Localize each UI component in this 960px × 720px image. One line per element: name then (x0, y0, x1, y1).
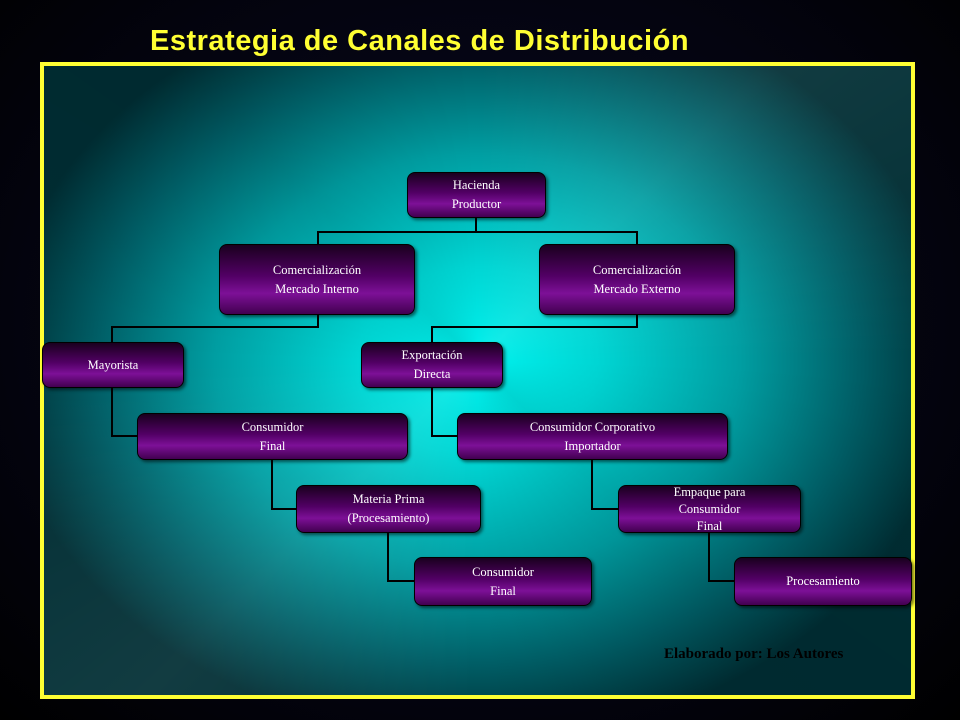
node-label: Productor (451, 197, 502, 211)
node-materia-prima: Materia Prima (Procesamiento) (296, 485, 481, 533)
node-consumidor-corporativo: Consumidor Corporativo Importador (457, 413, 728, 460)
node-label: Consumidor (678, 501, 741, 516)
connector-empaque-procesamiento (708, 533, 734, 582)
connector-externo-exportacion (431, 315, 638, 342)
node-label: Final (259, 438, 286, 453)
node-label: Procesamiento (786, 574, 860, 588)
node-empaque: Empaque para Consumidor Final (618, 485, 801, 533)
connector-interno-mayorista (111, 315, 319, 342)
node-label: (Procesamiento) (347, 511, 430, 525)
node-label: Consumidor (472, 564, 534, 579)
node-label: Importador (564, 438, 621, 453)
node-consumidor-final-2: Consumidor Final (414, 557, 592, 606)
connector-corporativo-empaque (591, 460, 618, 510)
node-label: Mayorista (87, 357, 139, 372)
connector-consumidor-materia (271, 460, 296, 510)
node-mercado-externo: Comercialización Mercado Externo (539, 244, 735, 315)
page-title: Estrategia de Canales de Distribución (150, 25, 690, 57)
node-label: Consumidor (241, 419, 304, 434)
node-mayorista: Mayorista (42, 342, 184, 388)
node-label: Empaque para (673, 484, 746, 499)
node-hacienda-productor: Hacienda Productor (407, 172, 546, 218)
node-procesamiento: Procesamiento (734, 557, 912, 606)
node-mercado-interno: Comercialización Mercado Interno (219, 244, 415, 315)
node-label: Comercialización (272, 262, 362, 277)
node-label: Final (490, 583, 516, 598)
node-label: Mercado Interno (275, 281, 359, 296)
node-label: Comercialización (592, 262, 682, 277)
node-label: Mercado Externo (593, 281, 681, 296)
connector-hacienda-mercados (317, 218, 638, 244)
node-label: Exportación (401, 348, 463, 362)
node-label: Materia Prima (352, 492, 425, 506)
credit-text: Elaborado por: Los Autores (664, 646, 844, 662)
connector-exportacion-corporativo (431, 388, 457, 437)
node-exportacion-directa: Exportación Directa (361, 342, 503, 388)
connector-materia-consumidor (387, 533, 414, 582)
node-label: Consumidor Corporativo (529, 419, 656, 434)
node-label: Directa (413, 367, 451, 381)
connector-mayorista-consumidor (111, 388, 137, 437)
node-label: Hacienda (452, 178, 501, 192)
node-label: Final (696, 518, 723, 533)
node-consumidor-final: Consumidor Final (137, 413, 408, 460)
